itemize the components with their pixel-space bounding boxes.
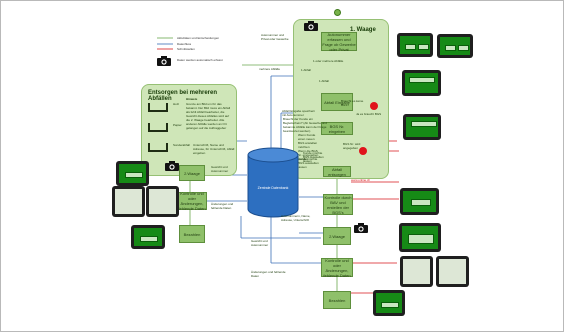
row-sonder-note: Unterschrift, Name und Adresse, für Unte… [193, 143, 235, 155]
node-label: Kontrolle durch BAV und erstellen der BG… [324, 194, 352, 215]
edge-label: Gewicht und Autonummer [211, 165, 229, 173]
legend-activity: Aktivitäten und Entscheidungen [177, 36, 220, 40]
note-heading: Hinweis [186, 97, 198, 101]
tablet-screen [399, 223, 441, 252]
tablet-screen [402, 70, 441, 96]
tablet-screen [437, 34, 473, 58]
tablet-screen [131, 225, 165, 249]
node-label: Bezahlen [183, 231, 201, 237]
node-abfall-entsorgen[interactable]: Abfall entsorgen [323, 166, 351, 177]
node-kontrolle-bgs[interactable]: Kontrolle durch BAV und erstellen der BG… [323, 194, 353, 215]
node-label: 2.Waage [329, 233, 345, 239]
tablet-screen [373, 290, 405, 316]
row-holz: Holz [173, 102, 180, 106]
tablet-screen [400, 188, 439, 215]
edge-label: Braucht der Kunde ein Begleitschein? (Ab… [283, 117, 327, 133]
tablet-screen [146, 186, 179, 217]
edge-label: Abfall Eingabe speichern mit Autonummer [282, 109, 316, 117]
edge-label: Autonummern, Name, Adresse, Unterschrift [281, 214, 311, 222]
decision-red-marker [359, 147, 367, 155]
edge-label: Ja es braucht BGS [356, 112, 382, 116]
legend-notification: Schnittstellen [177, 47, 195, 51]
node-label: Bezahlen [328, 297, 346, 303]
database-icon [247, 147, 299, 218]
tablet-screen [403, 114, 441, 140]
edge-label: Kunde möchte BGS ausstellen lassen [303, 151, 324, 163]
row-sonder: Sonderabfall [173, 143, 190, 147]
edge-label: 1 Abfall [301, 68, 311, 72]
node-bgs-eingeben-label: BGS Nr. eingeben [328, 123, 346, 134]
node-abfall-eingabe-label: Abfall Eingabe [324, 99, 350, 105]
edge-label: 1 Abfall [319, 79, 329, 83]
node-start-label: Autonummer erfassen und Frage ob Gewerbe… [322, 31, 356, 52]
node-kontrolle-left[interactable]: Kontrolle und oder Änderungen, fehlende … [177, 191, 207, 211]
node-label: Abfall entsorgen [328, 166, 346, 177]
node-label: Kontrolle und oder Änderungen, fehlende … [323, 257, 351, 278]
camera-icon [354, 223, 368, 233]
start-dot [334, 9, 341, 16]
edge-label-red: www.online.ch [351, 178, 371, 182]
edge-label: Wenn die BGS Nr. eingegeben werden [298, 149, 319, 161]
decision-red-marker [370, 102, 378, 110]
camera-icon [165, 161, 179, 171]
camera-icon [304, 21, 318, 31]
edge-label: Kunde möchte BGS ausstellen lassen [298, 157, 319, 169]
node-label: 2.Waage [184, 170, 200, 176]
camera-icon [157, 56, 171, 66]
edge-label: 1 oder mehrere Abfälle [313, 59, 344, 63]
node-label: Kontrolle und oder Änderungen, fehlende … [178, 191, 206, 211]
edge-label: Änderungen und fehlende Daten [211, 202, 234, 210]
tablet-screen [116, 161, 149, 186]
node-abfall-eingabe[interactable]: Abfall Eingabe [321, 93, 353, 111]
tablet-screen [397, 33, 433, 57]
node-bgs-eingeben[interactable]: BGS Nr. eingeben [321, 122, 353, 135]
edge-label: Autonummer und Privat oder Gewerbe [261, 33, 289, 41]
panel-title-mehrere: Entsorgen bei mehreren Abfällen [148, 90, 218, 102]
node-waage2-left[interactable]: 2.Waage [179, 165, 205, 181]
edge-label: mehrere Abfälle [259, 67, 281, 71]
edge-label: Änderungen und fehlende Daten [251, 270, 286, 278]
legend-data-flow: Datenfluss [177, 42, 192, 46]
tablet-screen [400, 256, 433, 287]
edge-label: Braucht es keine BGS? [341, 99, 364, 107]
edge-label: BGS Nr. wird angegeben [343, 142, 361, 150]
node-bezahlen-right[interactable]: Bezahlen [323, 291, 351, 309]
panel-title-waage: 1. Waage [350, 27, 376, 33]
edge-label: Gewicht und Autonummer [251, 239, 269, 247]
container-icons [147, 99, 169, 159]
edge-label: Wenn Kunde einen neuen BGS anstellen möc… [298, 133, 318, 149]
database-label: Zentrale Datenbank [257, 186, 289, 190]
tablet-screen [112, 186, 145, 217]
tablet-screen [436, 256, 469, 287]
legend-camera: Daten werden automatisch erfasst [177, 58, 223, 62]
note-text: Grenze am Bild um für das bekannt. Der B… [186, 102, 231, 130]
row-papier: Papier [173, 123, 182, 127]
waste-container-icon [148, 103, 168, 152]
node-kontrolle-right[interactable]: Kontrolle und oder Änderungen, fehlende … [321, 257, 353, 278]
node-bezahlen-left[interactable]: Bezahlen [179, 225, 205, 243]
node-waage2-right[interactable]: 2.Waage [323, 227, 351, 245]
node-start[interactable]: Autonummer erfassen und Frage ob Gewerbe… [321, 31, 357, 52]
